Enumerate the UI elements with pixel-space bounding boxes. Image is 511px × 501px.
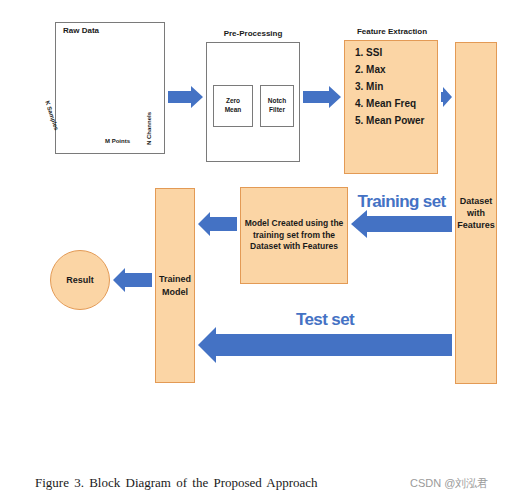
block-arrow [113, 268, 152, 292]
group-heading: Raw Data [63, 26, 99, 35]
block-arrow [168, 86, 203, 108]
node-label: Dataset with Features [454, 195, 498, 231]
feature-item: 3. Min [355, 81, 383, 92]
feature-item: 1. SSI [355, 47, 382, 58]
edge-label: Test set [296, 310, 354, 330]
block-arrow [198, 212, 237, 236]
feature-item: 5. Mean Power [355, 115, 424, 126]
process-group: Pre-ProcessingZero MeanNotch Filter [206, 42, 300, 162]
figure-caption: Figure 3. Block Diagram of the Proposed … [35, 475, 318, 491]
block-arrow [303, 86, 341, 108]
group-heading: Feature Extraction [339, 27, 445, 36]
node-label: Notch Filter [261, 97, 293, 115]
feature-item: 2. Max [355, 64, 386, 75]
model-box: Model Created using the training set fro… [240, 187, 348, 284]
block-arrow [441, 87, 452, 107]
dimension-label: M Points [105, 138, 130, 144]
node-label: Zero Mean [214, 97, 252, 115]
process-box: Notch Filter [260, 85, 294, 127]
feature-item: 4. Mean Freq [355, 98, 416, 109]
process-box: Zero Mean [213, 85, 253, 127]
node-label: Result [63, 274, 97, 286]
node-label: Model Created using the training set fro… [241, 218, 347, 252]
result-circle: Result [50, 250, 110, 310]
block-arrow [198, 327, 452, 363]
dimension-label: N Channels [146, 112, 152, 145]
trained-model-box: Trained Model [155, 188, 195, 383]
node-label: Trained Model [156, 273, 194, 297]
group-heading: Pre-Processing [207, 29, 299, 38]
dataset-box: Dataset with Features [455, 42, 497, 384]
feature-box: Feature Extraction1. SSI2. Max3. Min4. M… [344, 40, 438, 174]
edge-label: Training set [357, 192, 445, 212]
watermark: CSDN @刘泓君 [410, 476, 488, 491]
block-arrow [351, 210, 452, 238]
